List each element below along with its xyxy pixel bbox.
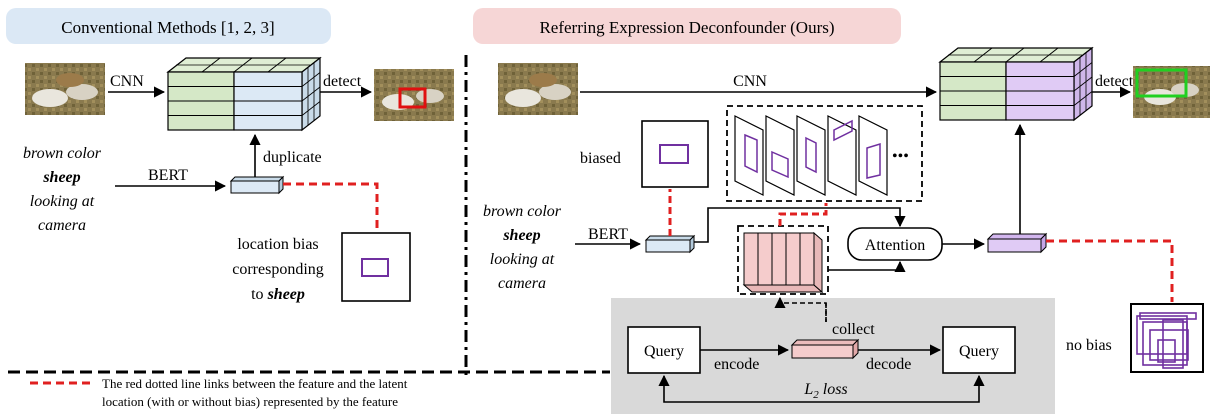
decode-label: decode [866,356,911,373]
right-input-image [498,63,578,115]
left-bias-map [341,232,411,302]
query-right-label: Query [959,343,999,360]
left-query-line1: brown color [23,145,102,162]
query-left-box [627,326,701,374]
left-red-link [283,182,379,230]
right-biased-map [641,120,709,188]
left-detect-box [398,87,427,109]
right-detect-box [1135,68,1188,98]
right-cnn-label: CNN [733,73,767,90]
left-bias-line1: location bias [237,236,318,253]
left-feature-cube [166,56,322,132]
left-detect-label: detect [323,73,362,90]
attention-label: Attention [865,237,925,254]
query-left-label: Query [644,343,684,360]
right-biased-label: biased [580,150,621,167]
no-bias-boxes [1136,312,1197,369]
left-title: Conventional Methods [1, 2, 3] [61,18,274,37]
right-query-line1: brown color [483,203,562,220]
collect-label: collect [832,321,875,338]
right-title-pill: Referring Expression Deconfounder (Ours) [473,8,901,44]
left-output-image [374,69,454,121]
no-bias-label: no bias [1066,337,1112,354]
dictionary-to-attention-arrow [828,260,906,273]
right-bert-label: BERT [588,226,628,243]
latent-feature [790,338,860,360]
right-title: Referring Expression Deconfounder (Ours) [539,18,834,37]
left-query-line3: looking at [30,193,95,210]
left-query-line4: camera [38,217,86,234]
right-text-feature [644,234,696,254]
query-right-box [942,326,1016,374]
right-query-text: brown color sheep looking at camera [483,203,562,292]
dictionary-red-link [778,203,828,226]
right-query-line3: looking at [490,251,555,268]
encode-label: encode [714,356,759,373]
deconfounded-feature [986,232,1048,254]
right-red-link-nobias [1046,239,1174,302]
left-bias-text: location bias corresponding to sheep [232,236,324,303]
confounder-set-box [726,105,923,202]
dictionary-feature [742,231,824,294]
left-cnn-label: CNN [110,73,144,90]
right-text-to-attention-arrow [694,207,906,243]
left-bert-label: BERT [148,167,188,184]
right-biased-box [659,144,689,164]
l2-loss-arrow [658,374,985,403]
confounder-maps [734,115,888,196]
right-query-line4: camera [498,275,546,292]
right-output-image [1133,66,1210,118]
left-input-image [25,63,105,115]
left-title-pill: Conventional Methods [1, 2, 3] [6,8,331,44]
left-bias-box [361,258,389,277]
left-query-line2: sheep [42,169,80,186]
left-bias-line2: corresponding [232,261,324,278]
collect-line-h [780,302,827,322]
confounder-ellipsis: ••• [892,148,909,165]
left-bias-line3: to sheep [251,286,305,303]
left-duplicate-label: duplicate [263,149,322,166]
right-detect-label: detect [1095,73,1134,90]
left-query-text: brown color sheep looking at camera [23,145,102,234]
dictionary-dashed-box [737,225,829,295]
right-feature-cube [938,46,1094,122]
right-query-line2: sheep [502,227,540,244]
legend-line1: The red dotted line links between the fe… [102,376,408,391]
left-text-feature [229,175,285,195]
legend-line2: location (with or without bias) represen… [102,394,398,409]
l2-loss-label: L2 loss [803,381,847,401]
